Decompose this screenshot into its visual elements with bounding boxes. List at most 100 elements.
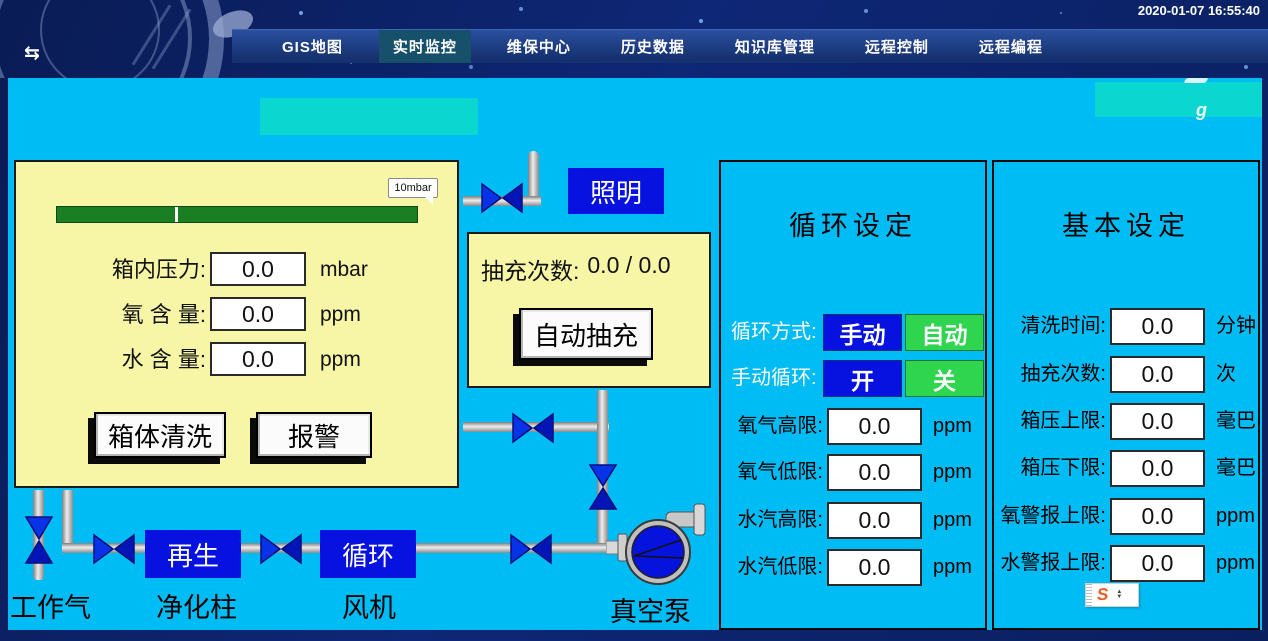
- purge-count-line: 抽充次数: 0.0 / 0.0: [481, 252, 671, 286]
- manual-cycle-label: 手动循环:: [731, 367, 817, 389]
- box-pressure-lower-label: 箱压下限:: [1020, 457, 1106, 479]
- gauge-range-label: 10mbar: [394, 182, 432, 194]
- render-artifact-glyph: g: [1196, 100, 1207, 120]
- box-pressure-lower-row: 箱压下限: 0.0 毫巴: [994, 450, 1258, 487]
- nav-item-maintenance-center[interactable]: 维保中心: [506, 39, 571, 56]
- water-label: 水 含 量:: [121, 347, 206, 372]
- box-pressure-lower-unit: 毫巴: [1216, 457, 1256, 479]
- ime-grip-handle[interactable]: [1086, 584, 1092, 606]
- purify-column-label: 净化柱: [156, 593, 237, 623]
- purge-times-unit: 次: [1216, 363, 1236, 385]
- moisture-low-row: 水汽低限: 0.0 ppm: [721, 549, 985, 586]
- pipe: [528, 151, 539, 206]
- clean-time-row: 清洗时间: 0.0 分钟: [994, 308, 1258, 345]
- valve-icon-bottom-3[interactable]: [510, 533, 552, 570]
- moisture-high-unit: ppm: [933, 509, 972, 531]
- cycle-settings-title: 循环设定: [789, 211, 917, 241]
- purge-times-label: 抽充次数:: [1020, 363, 1106, 385]
- moisture-high-row: 水汽高限: 0.0 ppm: [721, 502, 985, 539]
- nav-item-history-data[interactable]: 历史数据: [620, 39, 685, 56]
- purge-times-input[interactable]: 0.0: [1110, 356, 1205, 393]
- valve-icon-bottom-1[interactable]: [93, 533, 135, 570]
- cycle-settings-panel: 循环设定 循环方式: 手动 自动 手动循环: 开 关 氧气高限: 0.0 ppm…: [719, 160, 987, 630]
- vacuum-pump-label: 真空泵: [610, 597, 691, 627]
- cycle-mode-manual-button[interactable]: 手动: [823, 314, 902, 351]
- cycle-mode-row: 循环方式: 手动 自动: [721, 314, 985, 351]
- basic-settings-panel: 基本设定 清洗时间: 0.0 分钟 抽充次数: 0.0 次 箱压上限: 0.0 …: [992, 160, 1260, 630]
- oxygen-alarm-upper-row: 氧警报上限: 0.0 ppm: [994, 498, 1258, 535]
- teal-banner-block: [260, 98, 478, 135]
- oxygen-high-input[interactable]: 0.0: [827, 408, 922, 445]
- alarm-button[interactable]: 报警: [256, 412, 372, 458]
- purge-panel: 抽充次数: 0.0 / 0.0 自动抽充: [467, 232, 711, 388]
- pipe: [463, 196, 541, 206]
- clock-timestamp: 2020-01-07 16:55:40: [1137, 3, 1260, 18]
- box-pressure-lower-input[interactable]: 0.0: [1110, 450, 1205, 487]
- ime-arrows-icon[interactable]: ▲▼: [1116, 589, 1123, 600]
- vacuum-pump-icon: [605, 500, 716, 597]
- cycle-mode-label: 循环方式:: [731, 321, 817, 343]
- nav-item-knowledge-base[interactable]: 知识库管理: [734, 39, 815, 56]
- nav-item-realtime-monitor[interactable]: 实时监控: [378, 30, 471, 63]
- nav-item-gis-map[interactable]: GIS地图: [282, 39, 343, 56]
- pressure-value-input[interactable]: 0.0: [210, 252, 306, 286]
- box-clean-button[interactable]: 箱体清洗: [94, 412, 226, 458]
- clean-time-label: 清洗时间:: [1020, 315, 1106, 337]
- oxygen-low-unit: ppm: [933, 461, 972, 483]
- box-pressure-upper-input[interactable]: 0.0: [1110, 403, 1205, 440]
- moisture-low-label: 水汽低限:: [737, 556, 823, 578]
- pressure-row: 箱内压力: 0.0 mbar: [16, 252, 457, 288]
- moisture-high-input[interactable]: 0.0: [827, 502, 922, 539]
- auto-purge-button[interactable]: 自动抽充: [519, 308, 653, 360]
- valve-icon-vertical-main[interactable]: [588, 464, 618, 515]
- nav-item-remote-programming[interactable]: 远程编程: [978, 39, 1043, 56]
- header-bar: GIS地图 实时监控 维保中心 历史数据 知识库管理 远程控制 远程编程 202…: [0, 0, 1268, 78]
- regen-status-box: 再生: [145, 530, 241, 578]
- box-pressure-upper-row: 箱压上限: 0.0 毫巴: [994, 403, 1258, 440]
- purge-times-row: 抽充次数: 0.0 次: [994, 356, 1258, 393]
- oxygen-low-input[interactable]: 0.0: [827, 454, 922, 491]
- gauge-range-callout: 10mbar: [388, 178, 438, 205]
- oxygen-row: 氧 含 量: 0.0 ppm: [16, 297, 457, 333]
- teal-corner-block: [1095, 82, 1262, 117]
- ime-toolbar[interactable]: S ▲▼: [1085, 583, 1139, 607]
- swap-arrows-icon[interactable]: ⇆: [24, 43, 40, 64]
- valve-icon-bottom-2[interactable]: [260, 533, 302, 570]
- oxygen-high-row: 氧气高限: 0.0 ppm: [721, 408, 985, 445]
- manual-cycle-off-button[interactable]: 关: [905, 360, 984, 397]
- glovebox-status-panel: 10mbar 箱内压力: 0.0 mbar 氧 含 量: 0.0 ppm 水 含…: [14, 160, 459, 488]
- valve-icon-top-line[interactable]: [481, 182, 523, 219]
- water-value-input[interactable]: 0.0: [210, 342, 306, 376]
- moisture-low-unit: ppm: [933, 556, 972, 578]
- oxygen-alarm-upper-label: 氧警报上限:: [1000, 505, 1106, 527]
- valve-icon-work-gas[interactable]: [24, 516, 54, 569]
- cycle-status-box: 循环: [320, 530, 416, 578]
- moisture-low-input[interactable]: 0.0: [827, 549, 922, 586]
- box-pressure-upper-label: 箱压上限:: [1020, 410, 1106, 432]
- logo-arc-decoration: [0, 0, 192, 78]
- pressure-unit: mbar: [320, 258, 368, 281]
- clean-time-input[interactable]: 0.0: [1110, 308, 1205, 345]
- mimic-diagram-area: g: [8, 78, 1262, 630]
- oxygen-label: 氧 含 量:: [121, 302, 206, 327]
- oxygen-value-input[interactable]: 0.0: [210, 297, 306, 331]
- basic-settings-title: 基本设定: [1062, 211, 1190, 241]
- nav-item-remote-control[interactable]: 远程控制: [864, 39, 929, 56]
- pressure-label: 箱内压力:: [111, 257, 206, 282]
- water-alarm-upper-input[interactable]: 0.0: [1110, 545, 1205, 582]
- water-alarm-upper-row: 水警报上限: 0.0 ppm: [994, 545, 1258, 582]
- valve-icon-mid-line[interactable]: [512, 412, 554, 449]
- oxygen-alarm-upper-unit: ppm: [1216, 505, 1255, 527]
- sogou-ime-icon: S: [1096, 585, 1110, 604]
- clean-time-unit: 分钟: [1216, 315, 1256, 337]
- oxygen-alarm-upper-input[interactable]: 0.0: [1110, 498, 1205, 535]
- purge-count-value: 0.0 / 0.0: [587, 252, 671, 278]
- nav-bar: GIS地图 实时监控 维保中心 历史数据 知识库管理 远程控制 远程编程: [232, 29, 1268, 63]
- cycle-mode-auto-button[interactable]: 自动: [905, 314, 984, 351]
- manual-cycle-on-button[interactable]: 开: [823, 360, 902, 397]
- lighting-button[interactable]: 照明: [568, 168, 664, 214]
- work-gas-label: 工作气: [10, 593, 91, 623]
- oxygen-unit: ppm: [320, 303, 361, 326]
- pressure-gauge-bar: [56, 206, 418, 223]
